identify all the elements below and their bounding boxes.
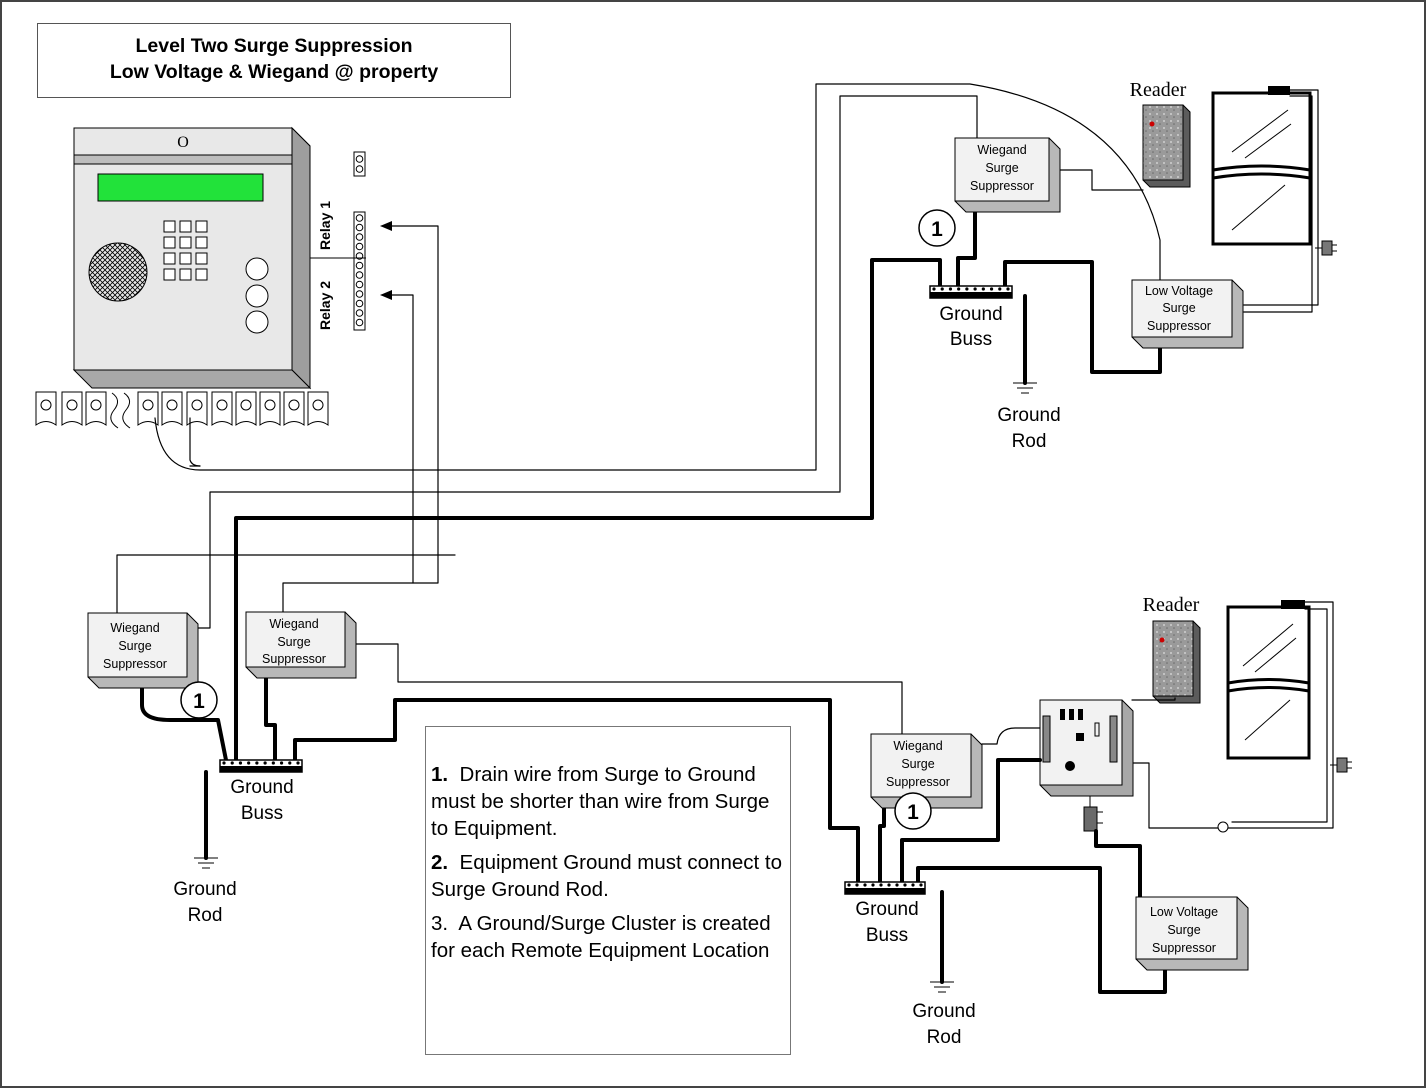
ground-buss-label: Buss (866, 925, 908, 946)
svg-text:Surge: Surge (901, 757, 934, 771)
svg-text:Surge: Surge (1167, 923, 1200, 937)
keypad-key (163, 220, 176, 233)
lcd-display (97, 173, 264, 202)
ground-symbol-icon (930, 981, 954, 993)
low-voltage-suppressor-bottom: Low Voltage Surge Suppressor (1135, 896, 1249, 971)
ground-rod-label: Ground (173, 879, 236, 900)
ground-buss-label: Buss (241, 803, 283, 824)
bottom-gate-door (1226, 600, 1311, 760)
card-reader-bottom (1152, 620, 1194, 697)
svg-text:Suppressor: Suppressor (103, 657, 167, 671)
keypad-key (163, 236, 176, 249)
note-2: 2. Equipment Ground must connect to Surg… (431, 851, 783, 901)
ground-symbol-icon (1013, 382, 1037, 394)
notes-box: 1. Drain wire from Surge to Ground must … (425, 726, 791, 1055)
keypad-key (195, 236, 208, 249)
ground-symbol-icon (194, 857, 218, 869)
keypad (163, 220, 208, 281)
svg-text:Wiegand: Wiegand (977, 143, 1026, 157)
svg-text:Suppressor: Suppressor (970, 179, 1034, 193)
ground-buss-bottom (844, 881, 926, 895)
ground-buss-label: Buss (950, 329, 992, 350)
terminal-block (35, 391, 329, 429)
note-1: 1. Drain wire from Surge to Ground must … (431, 763, 770, 840)
ground-buss-label: Ground (230, 777, 293, 798)
reader-top-label: Reader (1130, 79, 1187, 101)
svg-text:Suppressor: Suppressor (886, 775, 950, 789)
keypad-key (179, 236, 192, 249)
svg-text:Surge: Surge (1162, 301, 1195, 315)
svg-text:Low Voltage: Low Voltage (1150, 905, 1218, 919)
wiegand-suppressor-bottom: Wiegand Surge Suppressor (870, 733, 983, 809)
power-transformer-icon (1083, 806, 1098, 832)
ground-buss-top (929, 285, 1013, 299)
wiegand-suppressor-middle: Wiegand Surge Suppressor (245, 611, 357, 679)
relay-terminal-strip: Relay 1 Relay 2 (310, 151, 366, 331)
ground-buss-label: Ground (855, 899, 918, 920)
control-button-2 (245, 284, 269, 308)
wiegand-suppressor-top: Wiegand Surge Suppressor (954, 137, 1061, 213)
ground-rod-label: Rod (927, 1027, 962, 1048)
keypad-key (195, 268, 208, 281)
svg-text:1: 1 (193, 690, 205, 713)
ground-rod-label: Rod (188, 905, 223, 926)
keypad-key (179, 252, 192, 265)
bottom-low-voltage-cable (1118, 601, 1352, 833)
top-gate-door (1211, 86, 1312, 246)
callout-1-top: 1 (918, 209, 956, 247)
wiegand-suppressor-left: Wiegand Surge Suppressor (87, 612, 199, 689)
title-line-1: Level Two Surge Suppression (135, 35, 413, 57)
keypad-key (179, 220, 192, 233)
svg-text:Surge: Surge (985, 161, 1018, 175)
arrow-icon (380, 221, 392, 231)
title-line-2: Low Voltage & Wiegand @ property (109, 61, 439, 83)
ground-buss-label: Ground (939, 304, 1002, 325)
bottom-reader: Reader (1143, 594, 1201, 704)
svg-text:Surge: Surge (118, 639, 151, 653)
svg-text:Wiegand: Wiegand (893, 739, 942, 753)
svg-text:1: 1 (931, 218, 943, 241)
gate-controller-board (1039, 699, 1134, 832)
callout-1-bottom: 1 (894, 792, 932, 830)
svg-text:Low Voltage: Low Voltage (1145, 284, 1213, 298)
keypad-key (195, 220, 208, 233)
control-button-3 (245, 310, 269, 334)
top-low-voltage-cable (1243, 89, 1337, 313)
keyhole-icon: О (177, 134, 189, 151)
top-reader: Reader (1130, 79, 1191, 188)
note-3: 3. A Ground/Surge Cluster is created for… (431, 912, 771, 962)
ground-rod-label: Ground (997, 405, 1060, 426)
intercom-control-panel: О (72, 126, 312, 390)
keypad-key (179, 268, 192, 281)
ground-rod-label: Ground (912, 1001, 975, 1022)
arrow-icon (380, 290, 392, 300)
low-voltage-suppressor-top: Low Voltage Surge Suppressor (1131, 279, 1244, 349)
svg-text:Wiegand: Wiegand (110, 621, 159, 635)
control-button-1 (245, 257, 269, 281)
keypad-key (163, 268, 176, 281)
ground-rod-label: Rod (1012, 431, 1047, 452)
svg-text:Surge: Surge (277, 635, 310, 649)
svg-text:Suppressor: Suppressor (1147, 319, 1211, 333)
callout-1-left: 1 (180, 681, 218, 719)
svg-text:1: 1 (907, 801, 919, 824)
svg-text:Suppressor: Suppressor (262, 652, 326, 666)
keypad-key (195, 252, 208, 265)
relay-2-label: Relay 2 (317, 281, 333, 330)
reader-bottom-label: Reader (1143, 594, 1200, 616)
svg-text:Wiegand: Wiegand (269, 617, 318, 631)
diagram-title: Level Two Surge Suppression Low Voltage … (37, 23, 511, 98)
card-reader-top (1142, 104, 1184, 181)
svg-text:Suppressor: Suppressor (1152, 941, 1216, 955)
wiring (116, 83, 1176, 994)
relay-1-label: Relay 1 (317, 201, 333, 250)
speaker-grille-icon (88, 242, 148, 302)
keypad-key (163, 252, 176, 265)
ground-buss-left (219, 759, 303, 773)
